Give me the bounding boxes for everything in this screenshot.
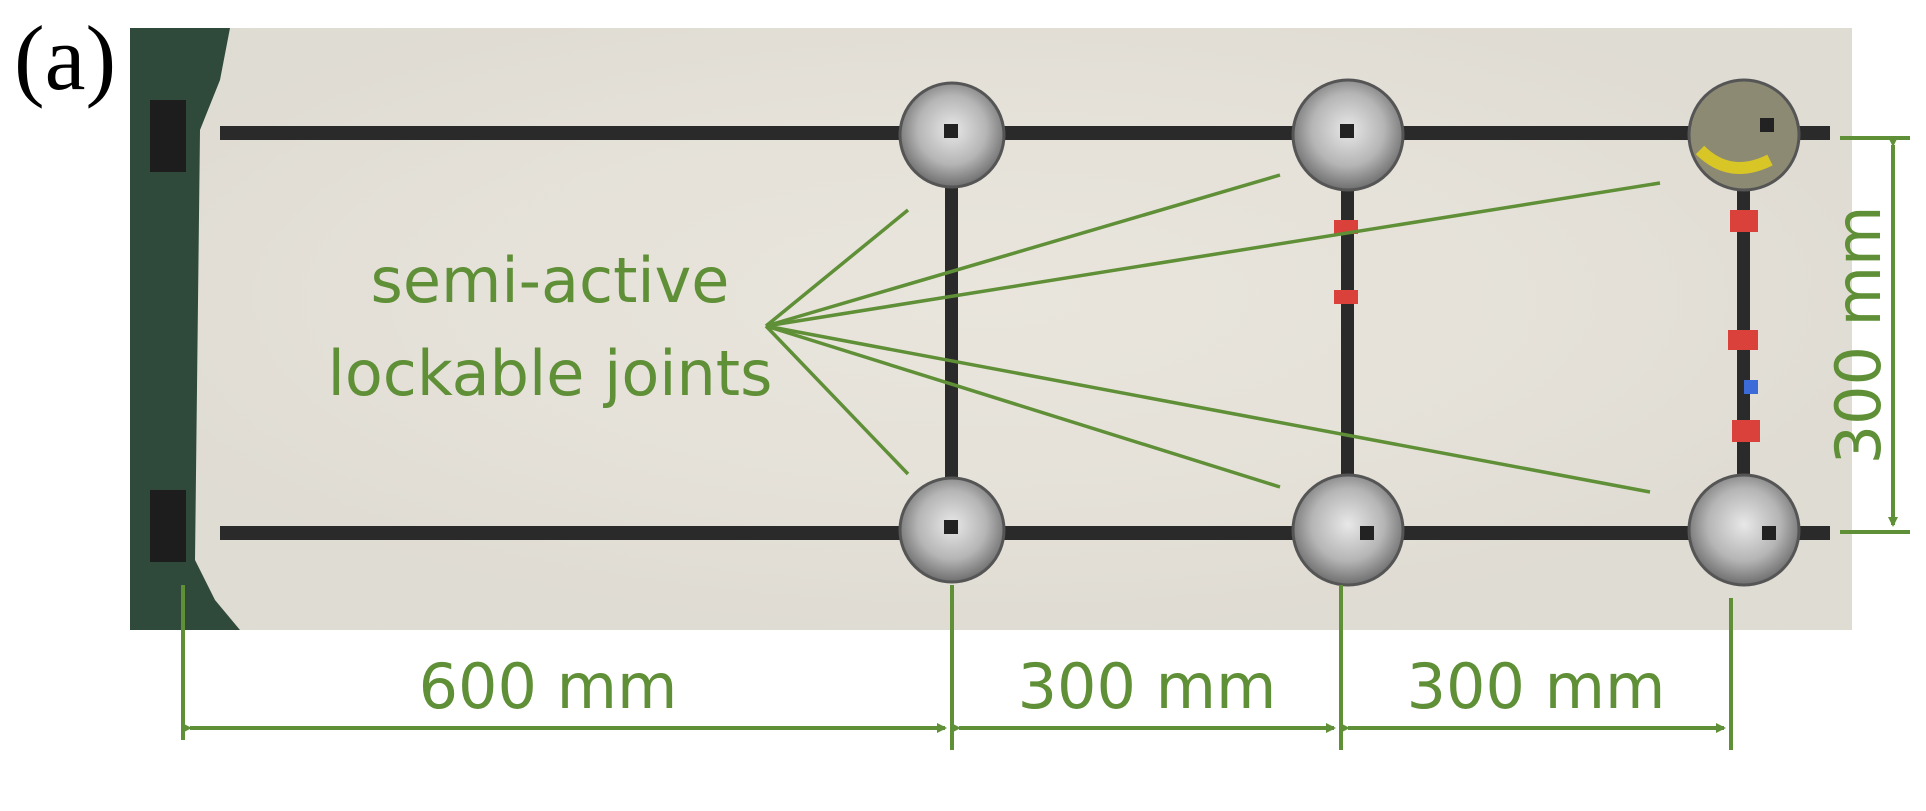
- rail-bottom: [220, 526, 1830, 540]
- annotation-line2: lockable joints: [328, 337, 773, 410]
- joint-top-2: [1291, 78, 1405, 192]
- red-marker: [1334, 290, 1358, 304]
- joint-top-3: [1687, 78, 1801, 192]
- robot-photo: [130, 28, 1852, 630]
- annotation-line1: semi-active: [371, 244, 730, 317]
- blue-marker: [1744, 380, 1758, 394]
- panel-label: (a): [14, 7, 117, 109]
- vertical-dimension-label: 300 mm: [1822, 206, 1895, 465]
- annotation-lines: [764, 173, 1661, 494]
- dimension-300mm-2: 300 mm: [1407, 650, 1666, 723]
- joint-bottom-2: [1291, 473, 1405, 587]
- rail-top: [220, 126, 1830, 140]
- dimension-600mm: 600 mm: [419, 650, 678, 723]
- joint-bottom-1: [898, 476, 1006, 584]
- dimension-300mm-1: 300 mm: [1018, 650, 1277, 723]
- red-marker: [1728, 330, 1758, 350]
- rail-cross-2: [1341, 160, 1354, 510]
- red-marker: [1732, 420, 1760, 442]
- clamp-block-top: [150, 100, 186, 172]
- horizontal-dimension-lines: [181, 585, 1733, 750]
- joint-top-1: [898, 81, 1006, 189]
- clamp-block-bottom: [150, 490, 186, 562]
- red-marker: [1730, 210, 1758, 232]
- vertical-dimension-lines: [1840, 136, 1910, 534]
- joint-bottom-3: [1687, 473, 1801, 587]
- rail-cross-1: [945, 160, 958, 510]
- base-clamp: [130, 28, 240, 630]
